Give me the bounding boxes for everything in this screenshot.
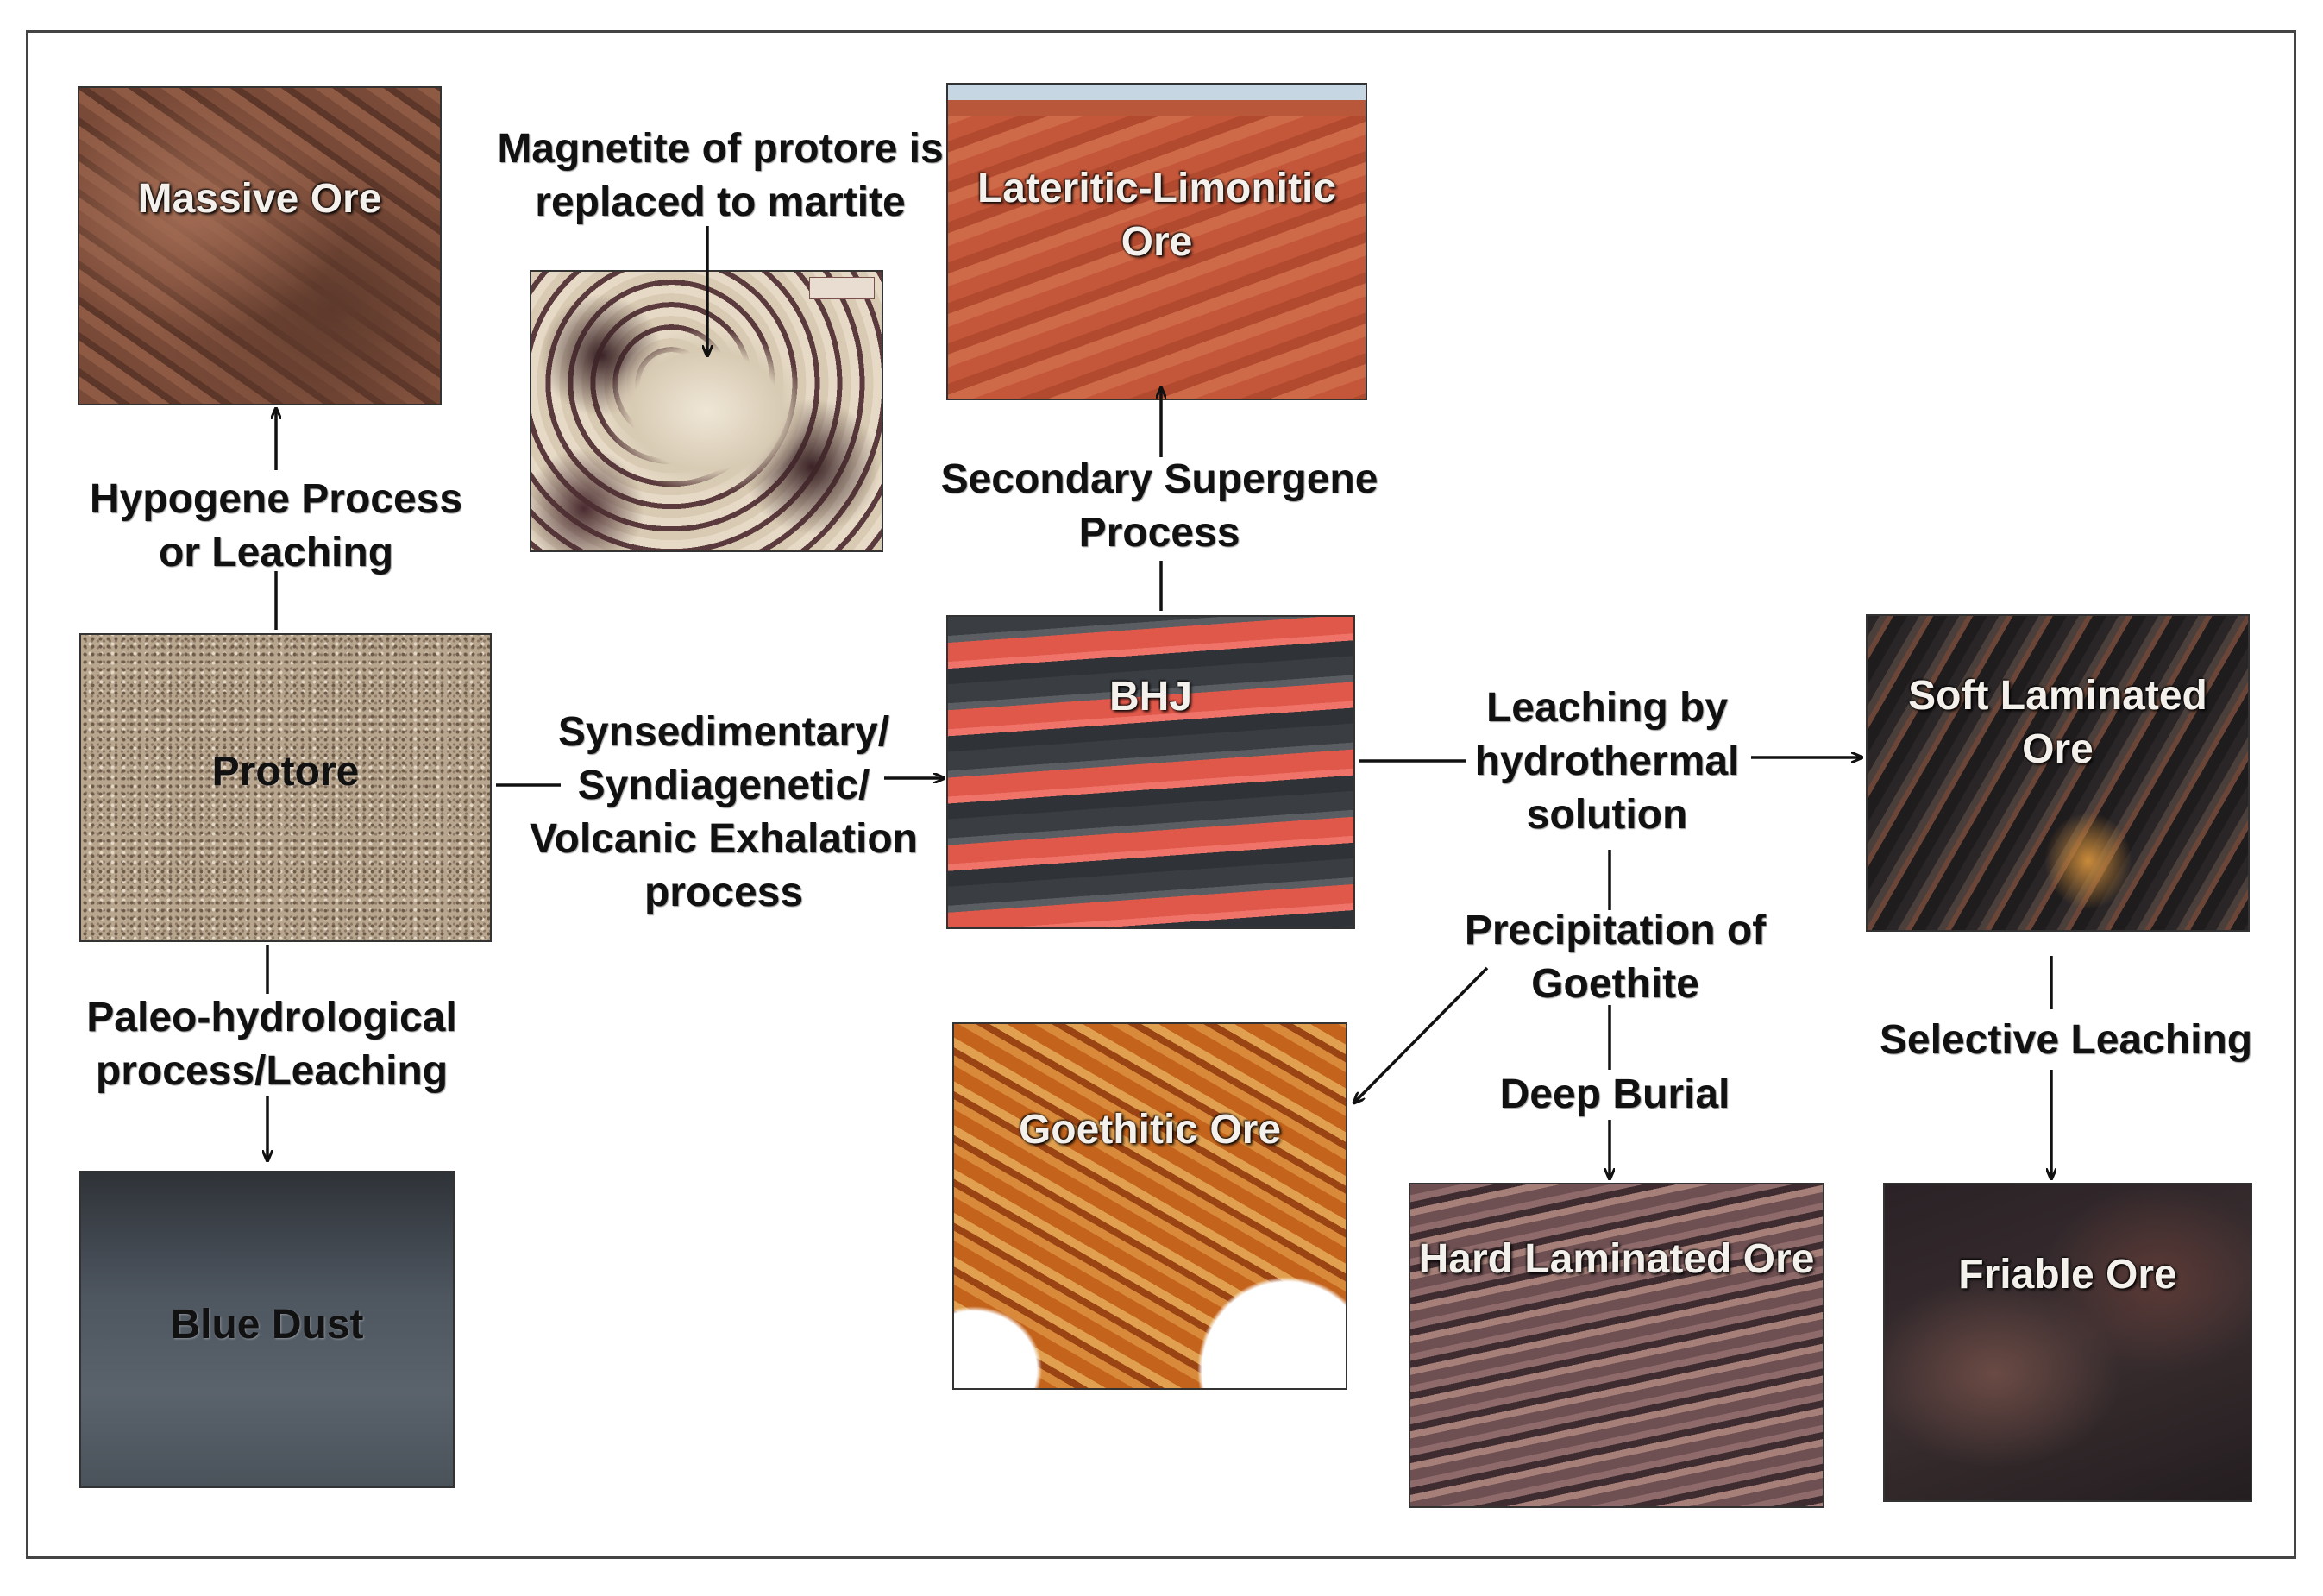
- leaching-hydrothermal-label: Leaching by hydrothermal solution: [1474, 685, 1740, 838]
- goethitic-ore-label: Goethitic Ore: [1018, 1107, 1282, 1153]
- massive-ore-label: Massive Ore: [137, 176, 382, 222]
- synsedimentary-label: Synsedimentary/ Syndiagenetic/ Volcanic …: [530, 709, 918, 915]
- hypogene-process-label: Hypogene Process or Leaching: [89, 476, 463, 575]
- hard-laminated-ore-photo: Hard Laminated Ore: [1409, 1183, 1824, 1508]
- goethitic-ore-photo: Goethitic Ore: [952, 1022, 1347, 1390]
- lateritic-limonitic-ore-photo: Lateritic-Limonitic Ore: [946, 83, 1367, 400]
- blue-dust-label: Blue Dust: [170, 1302, 364, 1348]
- secondary-supergene-label: Secondary Supergene Process: [940, 456, 1378, 556]
- soft-laminated-ore-photo: Soft Laminated Ore: [1866, 614, 2250, 932]
- lateritic-limonitic-ore-label: Lateritic-Limonitic Ore: [976, 166, 1337, 265]
- bhj-label: BHJ: [1108, 674, 1193, 719]
- martite-note: Magnetite of protore is replaced to mart…: [497, 126, 944, 225]
- friable-ore-photo: Friable Ore: [1883, 1183, 2252, 1502]
- soft-laminated-ore-label: Soft Laminated Ore: [1908, 673, 2207, 772]
- selective-leaching-label: Selective Leaching: [1879, 1017, 2253, 1063]
- massive-ore-photo: Massive Ore: [78, 86, 442, 405]
- deep-burial-label: Deep Burial: [1499, 1071, 1730, 1117]
- protore-label: Protore: [211, 749, 360, 795]
- hard-laminated-ore-label: Hard Laminated Ore: [1418, 1236, 1815, 1282]
- blue-dust-photo: Blue Dust: [79, 1171, 455, 1488]
- paleo-hydrological-label: Paleo-hydrological process/Leaching: [86, 995, 457, 1094]
- bhj-photo: BHJ: [946, 615, 1355, 929]
- precipitation-goethite-label: Precipitation of Goethite: [1464, 908, 1767, 1007]
- scale-bar-inset: [809, 277, 875, 299]
- arrow-precipitation-to-goethitic: [1354, 966, 1489, 1103]
- friable-ore-label: Friable Ore: [1958, 1252, 2177, 1298]
- protore-photo: Protore: [79, 633, 492, 942]
